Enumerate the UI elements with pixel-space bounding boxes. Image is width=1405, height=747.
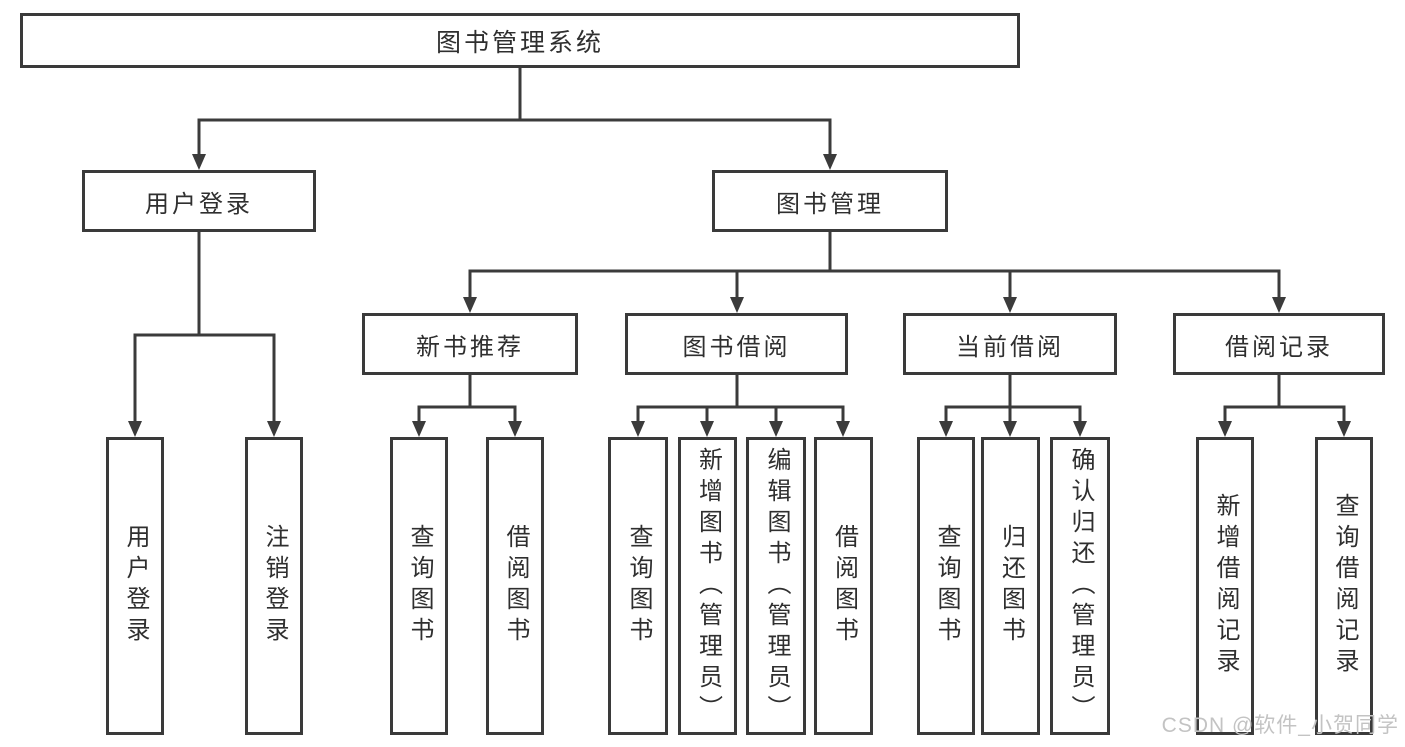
node-borrow-records: 借阅记录: [1173, 313, 1385, 375]
leaf-record-query-label: 查询借阅记录: [1331, 493, 1358, 679]
leaf-borrow-query-label: 查询图书: [625, 524, 652, 648]
leaf-borrow-edit-label: 编辑图书（管理员）: [763, 446, 790, 726]
node-book-mgmt-label: 图书管理: [776, 190, 884, 218]
connector-borrow-records-to-leaves: [1223, 375, 1346, 427]
leaf-current-confirm-label: 确认归还（管理员）: [1067, 446, 1094, 726]
leaf-record-add: 新增借阅记录: [1196, 437, 1254, 735]
leaf-current-query-label: 查询图书: [933, 524, 960, 648]
node-root: 图书管理系统: [20, 13, 1020, 68]
leaf-record-add-label: 新增借阅记录: [1212, 493, 1239, 679]
arrowheads: [128, 154, 1351, 437]
leaf-user-login: 用户登录: [106, 437, 164, 735]
node-user-login: 用户登录: [82, 170, 316, 232]
node-new-book-rec: 新书推荐: [362, 313, 578, 375]
node-new-book-rec-label: 新书推荐: [416, 333, 524, 361]
connector-new-book-to-leaves: [417, 375, 517, 427]
connector-current-borrow-to-leaves: [944, 375, 1082, 427]
leaf-newbook-borrow-label: 借阅图书: [502, 524, 529, 648]
leaf-current-query: 查询图书: [917, 437, 975, 735]
leaf-borrow-add: 新增图书（管理员）: [678, 437, 737, 735]
leaf-borrow-borrow-label: 借阅图书: [830, 524, 858, 648]
connector-book-borrow-to-leaves: [636, 375, 845, 427]
leaf-newbook-borrow: 借阅图书: [486, 437, 544, 735]
leaf-logout-label: 注销登录: [261, 524, 288, 648]
node-user-login-label: 用户登录: [145, 190, 253, 218]
leaf-current-return-label: 归还图书: [997, 524, 1025, 648]
node-book-mgmt: 图书管理: [712, 170, 948, 232]
watermark: CSDN @软件_小贺同学: [1161, 714, 1399, 737]
node-current-borrow: 当前借阅: [903, 313, 1117, 375]
leaf-newbook-query-label: 查询图书: [406, 524, 433, 648]
leaf-current-return: 归还图书: [981, 437, 1040, 735]
leaf-borrow-edit: 编辑图书（管理员）: [746, 437, 806, 735]
leaf-borrow-query: 查询图书: [608, 437, 668, 735]
node-current-borrow-label: 当前借阅: [956, 333, 1064, 361]
leaf-borrow-add-label: 新增图书（管理员）: [694, 446, 722, 726]
connector-user-login-to-leaves: [133, 232, 276, 427]
leaf-newbook-query: 查询图书: [390, 437, 448, 735]
node-book-borrow: 图书借阅: [625, 313, 848, 375]
leaf-user-login-label: 用户登录: [122, 524, 149, 648]
connector-book-mgmt-to-level3: [468, 232, 1281, 303]
connector-root-to-level2: [197, 68, 832, 160]
node-borrow-records-label: 借阅记录: [1225, 333, 1333, 361]
node-root-label: 图书管理系统: [435, 28, 604, 57]
leaf-borrow-borrow: 借阅图书: [814, 437, 873, 735]
leaf-logout: 注销登录: [245, 437, 303, 735]
leaf-record-query: 查询借阅记录: [1315, 437, 1373, 735]
leaf-current-confirm: 确认归还（管理员）: [1050, 437, 1110, 735]
node-book-borrow-label: 图书借阅: [682, 333, 791, 361]
